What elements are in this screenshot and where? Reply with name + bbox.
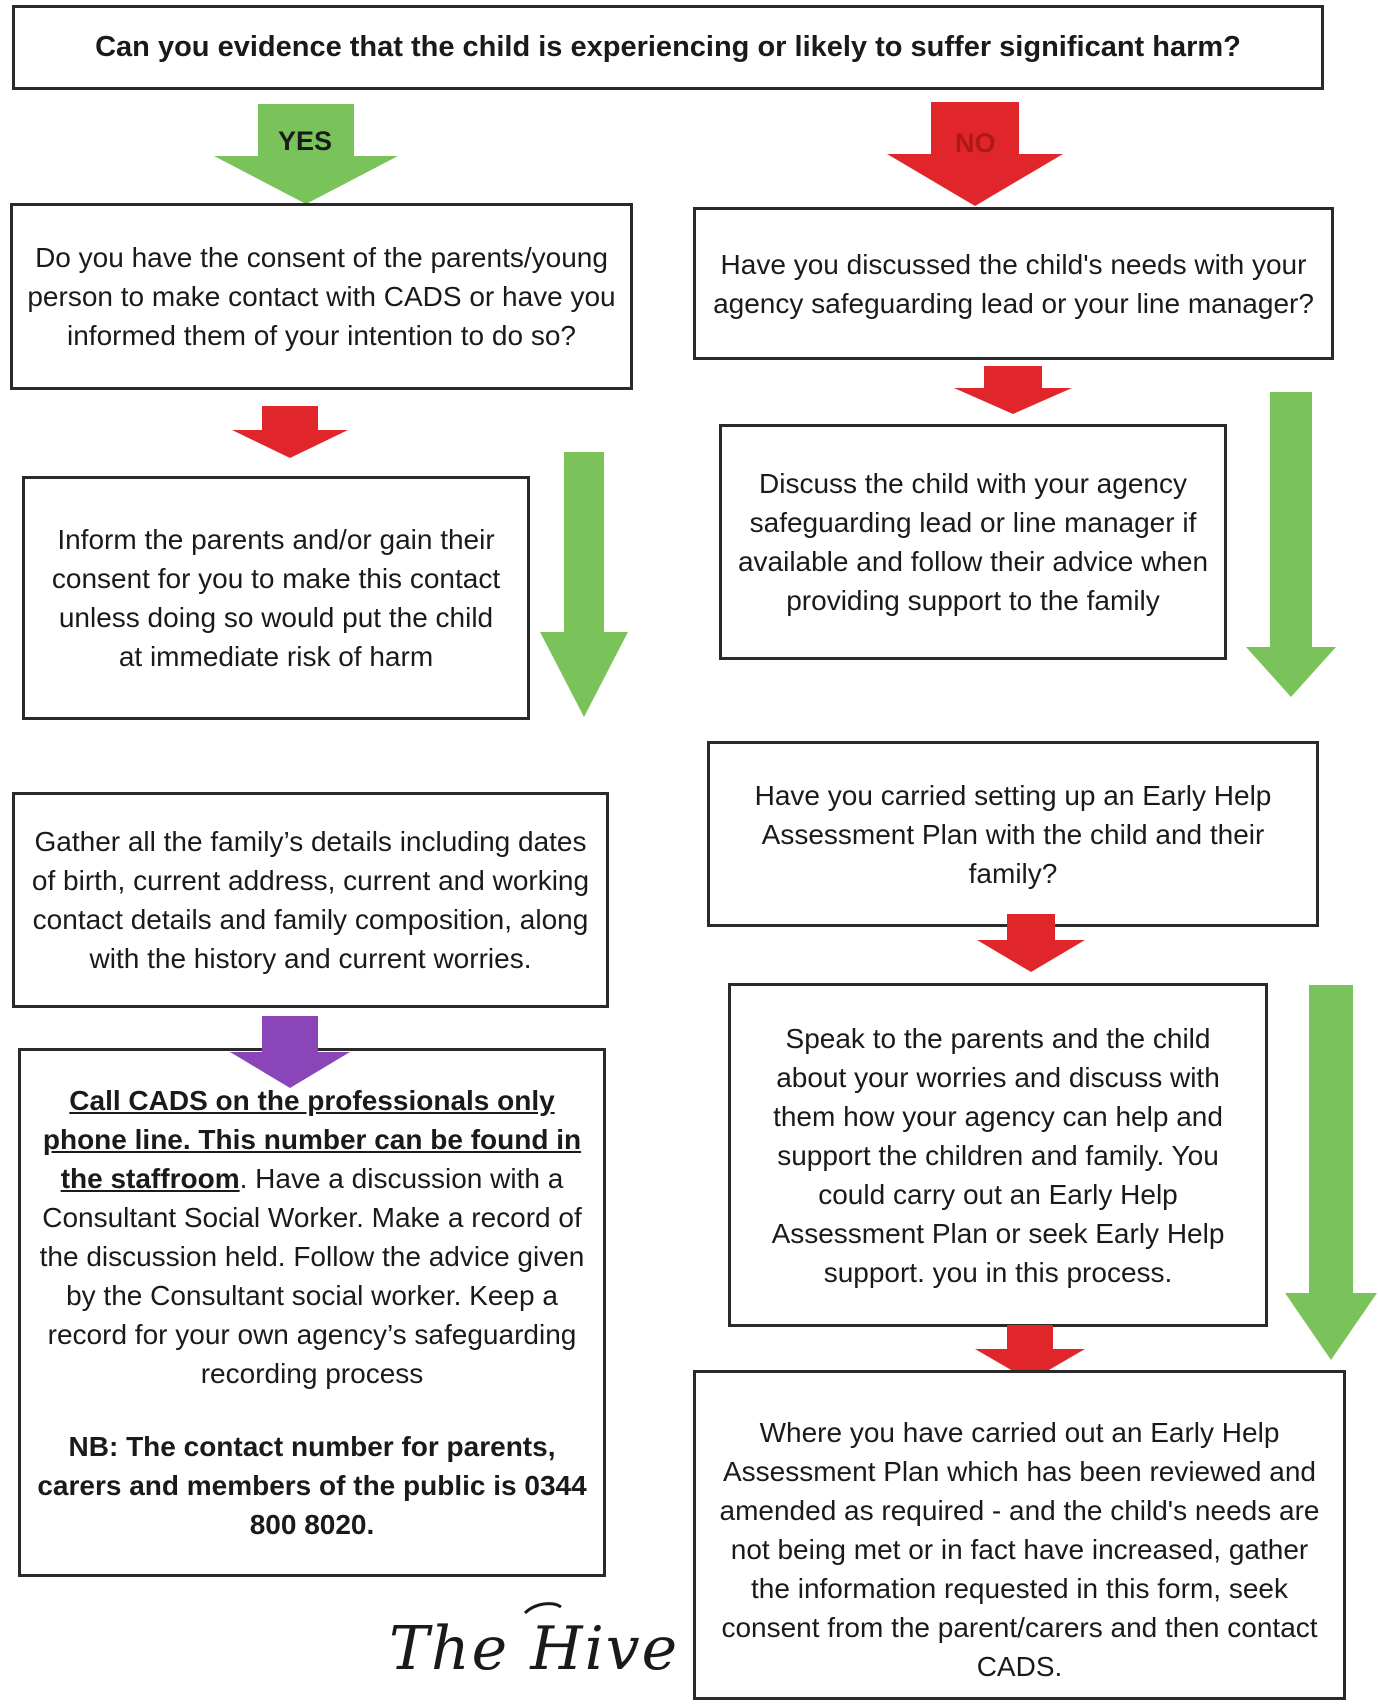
the-hive-logo: The Hive <box>385 1595 695 1690</box>
call-cads-rest: . Have a discussion with a Consultant So… <box>39 1163 585 1389</box>
call-cads-box: Call CADS on the professionals only phon… <box>18 1048 606 1577</box>
discuss-child-box: Discuss the child with your agency safeg… <box>719 424 1227 660</box>
discuss-child-text: Discuss the child with your agency safeg… <box>737 468 1209 616</box>
consent-question-box: Do you have the consent of the parents/y… <box>10 203 633 390</box>
green-arrow-right-bottom <box>1285 985 1377 1360</box>
gather-details-box: Gather all the family’s details includin… <box>12 792 609 1008</box>
green-arrow-skip <box>540 452 628 717</box>
question-box: Can you evidence that the child is exper… <box>12 5 1324 90</box>
red-arrow-speak <box>975 1325 1085 1381</box>
no-label: NO <box>955 128 996 158</box>
green-arrow-right-top <box>1246 392 1336 697</box>
svg-text:The Hive: The Hive <box>389 1614 679 1684</box>
early-help-question-text: Have you carried setting up an Early Hel… <box>754 779 1272 889</box>
where-carried-box: Where you have carried out an Early Help… <box>693 1370 1346 1700</box>
question-text: Can you evidence that the child is exper… <box>95 31 1241 63</box>
yes-label: YES <box>278 126 333 156</box>
inform-parents-text: Inform the parents and/or gain their con… <box>51 524 501 672</box>
purple-arrow <box>230 1016 350 1088</box>
consent-question-text: Do you have the consent of the parents/y… <box>27 242 616 351</box>
red-arrow-discussed <box>954 366 1072 414</box>
yes-arrow <box>214 104 398 204</box>
call-cads-underlined: Call CADS on the professionals only phon… <box>42 1085 582 1194</box>
red-arrow-early-help <box>977 914 1085 972</box>
speak-parents-box: Speak to the parents and the child about… <box>728 983 1268 1327</box>
inform-parents-box: Inform the parents and/or gain their con… <box>22 476 530 720</box>
nb-contact-text: NB: The contact number for parents, care… <box>37 1431 587 1540</box>
discussed-question-box: Have you discussed the child's needs wit… <box>693 207 1334 360</box>
red-arrow-consent <box>232 406 348 458</box>
discussed-question-text: Have you discussed the child's needs wit… <box>713 248 1314 319</box>
gather-details-text: Gather all the family’s details includin… <box>31 826 590 974</box>
call-cads-text: Call CADS on the professionals only phon… <box>37 1081 587 1393</box>
speak-parents-text: Speak to the parents and the child about… <box>771 1022 1225 1288</box>
no-arrow <box>887 102 1063 206</box>
logo-signature-mark: The Hive <box>389 1602 679 1684</box>
early-help-question-box: Have you carried setting up an Early Hel… <box>707 741 1319 927</box>
where-carried-text: Where you have carried out an Early Help… <box>719 1417 1320 1682</box>
